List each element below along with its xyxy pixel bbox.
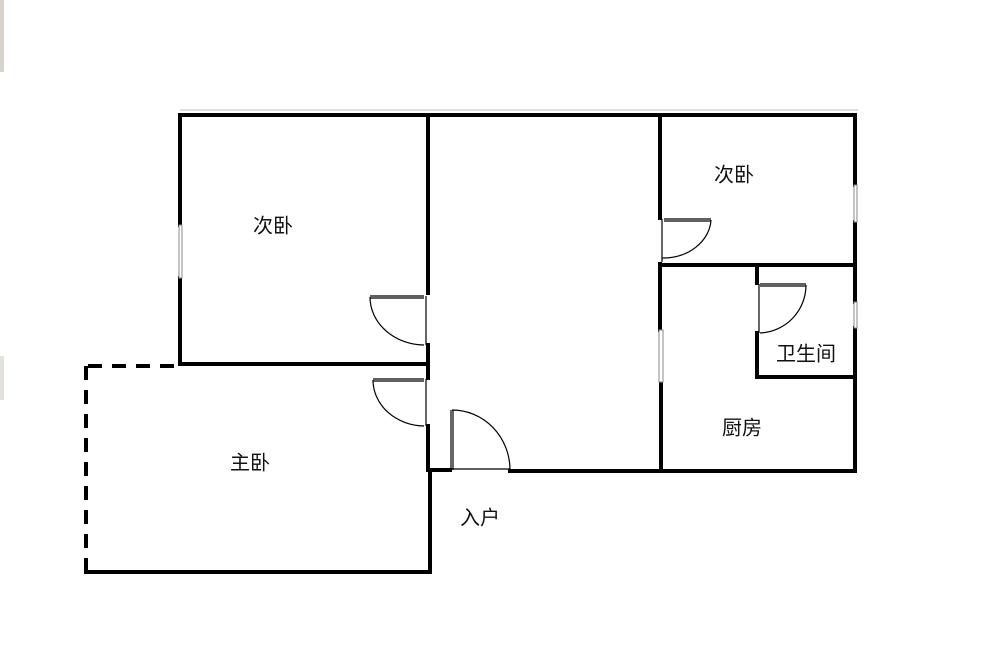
door-second-bedroom-left <box>369 295 427 346</box>
room-label-second-bedroom-right: 次卧 <box>714 163 754 187</box>
walls <box>84 113 857 574</box>
room-label-bathroom: 卫生间 <box>776 342 836 366</box>
door-bathroom <box>758 283 807 334</box>
edge-bar <box>0 356 4 400</box>
windows <box>178 184 858 383</box>
room-label-second-bedroom-left: 次卧 <box>253 214 293 238</box>
door-master-bedroom <box>372 378 427 427</box>
label-entrance: 入户 <box>460 506 500 530</box>
door-entrance <box>450 409 511 471</box>
edge-bar <box>0 0 4 72</box>
room-label-master-bedroom: 主卧 <box>230 451 270 475</box>
room-label-kitchen: 厨房 <box>722 416 762 440</box>
door-second-bedroom-right <box>661 218 712 262</box>
doors <box>369 218 807 471</box>
